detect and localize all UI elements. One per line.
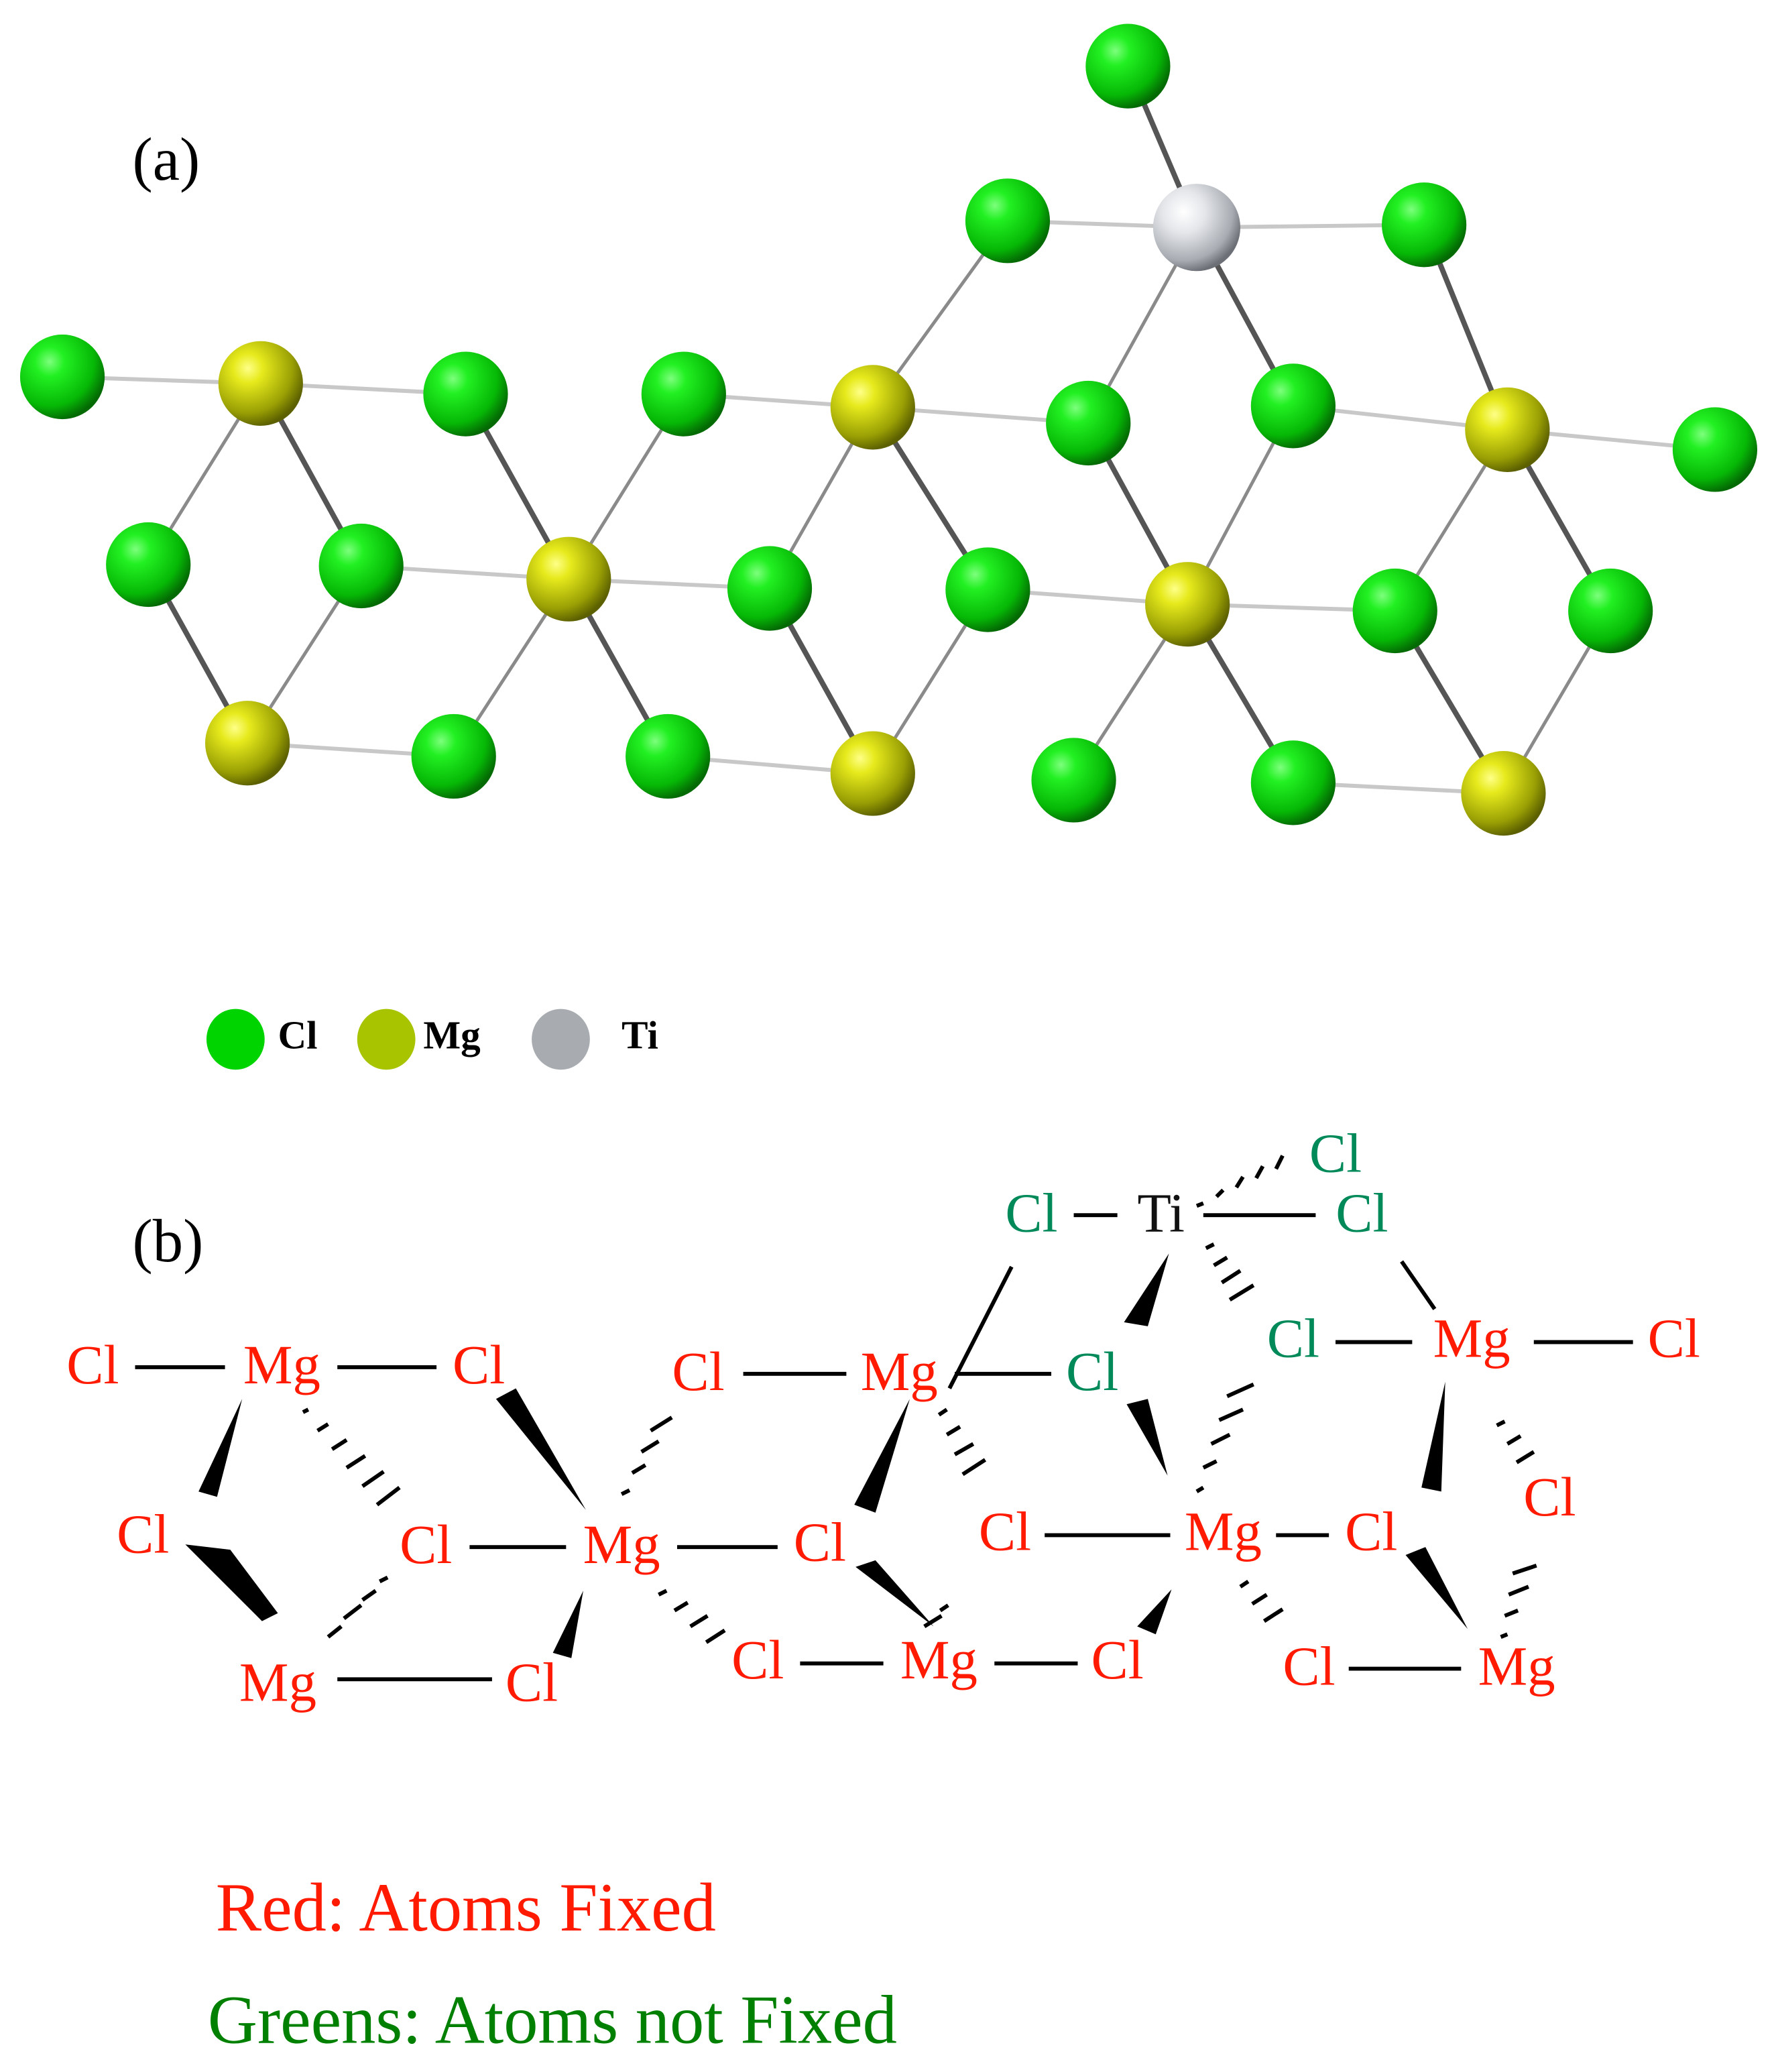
atom-label: Cl	[66, 1334, 119, 1395]
cl-atom	[1352, 568, 1437, 654]
mg-atom	[205, 701, 290, 786]
legend-mg-label: Mg	[423, 1013, 480, 1057]
cl-atom	[1085, 23, 1171, 109]
panel-a-label: (a)	[133, 125, 200, 193]
atom-label: Cl	[794, 1511, 846, 1572]
legend: Cl Mg Ti	[206, 1009, 658, 1070]
legend-ti-swatch	[532, 1009, 590, 1070]
cl-atom	[1382, 182, 1467, 268]
mg-atoms	[205, 341, 1550, 836]
cl-atom	[318, 523, 404, 609]
atom-label: Cl	[1283, 1635, 1335, 1697]
atom-label: Mg	[900, 1629, 978, 1690]
cl-atom	[423, 351, 508, 437]
panel-b-label: (b)	[133, 1207, 204, 1275]
atom-label: Cl	[1336, 1182, 1388, 1243]
atom-label: Cl	[1309, 1123, 1362, 1184]
cl-atom	[1031, 738, 1116, 823]
atom-label: Mg	[239, 1651, 316, 1713]
atom-label: Cl	[1091, 1629, 1144, 1690]
note-green-not-fixed: Greens: Atoms not Fixed	[208, 1983, 897, 2059]
cl-atom	[965, 178, 1051, 264]
cl-atoms	[19, 23, 1758, 825]
atom-label: Cl	[1267, 1308, 1319, 1369]
panel-b: (b)	[66, 1123, 1700, 2059]
atom-label: Cl	[731, 1629, 784, 1690]
atom-label: Cl	[1005, 1182, 1057, 1243]
atom-label: Mg	[1478, 1635, 1555, 1697]
atom-label: Cl	[1523, 1466, 1576, 1528]
cl-atom	[411, 713, 496, 799]
atom-label: Cl	[672, 1340, 724, 1402]
atoms-a	[19, 23, 1758, 836]
cl-atom	[19, 334, 105, 420]
bonds-b-solid	[135, 1213, 1633, 1682]
atom-label: Cl	[1345, 1500, 1397, 1562]
cl-atom	[945, 547, 1030, 632]
mg-atom	[526, 536, 611, 622]
panel-a: (a)	[19, 23, 1758, 1070]
mg-atom	[1461, 751, 1546, 836]
atom-label: Mg	[1433, 1308, 1511, 1369]
legend-cl-label: Cl	[278, 1013, 317, 1057]
mg-atom	[830, 365, 915, 450]
atom-label: Mg	[243, 1334, 320, 1395]
atom-label: Cl	[453, 1334, 505, 1395]
atom-label: Cl	[1066, 1340, 1118, 1402]
legend-mg-swatch	[357, 1009, 416, 1070]
cl-atom	[106, 522, 191, 608]
mg-atom	[218, 341, 303, 426]
cl-atom	[1250, 363, 1336, 449]
cl-atom	[1568, 568, 1653, 654]
atom-label: Mg	[1185, 1500, 1262, 1562]
bonds-b-hash	[302, 1155, 1537, 1644]
cl-atom	[626, 713, 711, 799]
atom-labels-b: Cl Mg Cl Cl Cl Mg Mg Cl Cl Mg Cl Cl Cl M…	[66, 1123, 1700, 1713]
note-red-fixed: Red: Atoms Fixed	[216, 1870, 716, 1946]
atom-label: Cl	[117, 1503, 169, 1564]
legend-ti-label: Ti	[621, 1013, 658, 1057]
cl-atom	[1250, 740, 1336, 825]
bonds-b-wedge	[185, 1253, 1468, 1658]
cl-atom	[1046, 380, 1131, 466]
atom-label: Mg	[861, 1340, 938, 1402]
atom-label: Cl	[506, 1651, 558, 1713]
ti-atom	[1152, 184, 1241, 272]
mg-atom	[830, 731, 915, 816]
mg-atom	[1465, 387, 1550, 472]
mg-atom	[1145, 562, 1230, 647]
atom-label: Cl	[979, 1500, 1031, 1562]
cl-atom	[641, 351, 726, 437]
atom-label: Mg	[583, 1513, 660, 1575]
atom-label: Cl	[400, 1513, 452, 1575]
legend-cl-swatch	[206, 1009, 265, 1070]
atom-label: Cl	[1648, 1308, 1700, 1369]
cl-atom	[727, 546, 813, 631]
atom-label: Ti	[1137, 1182, 1185, 1243]
cl-atom	[1672, 407, 1758, 492]
